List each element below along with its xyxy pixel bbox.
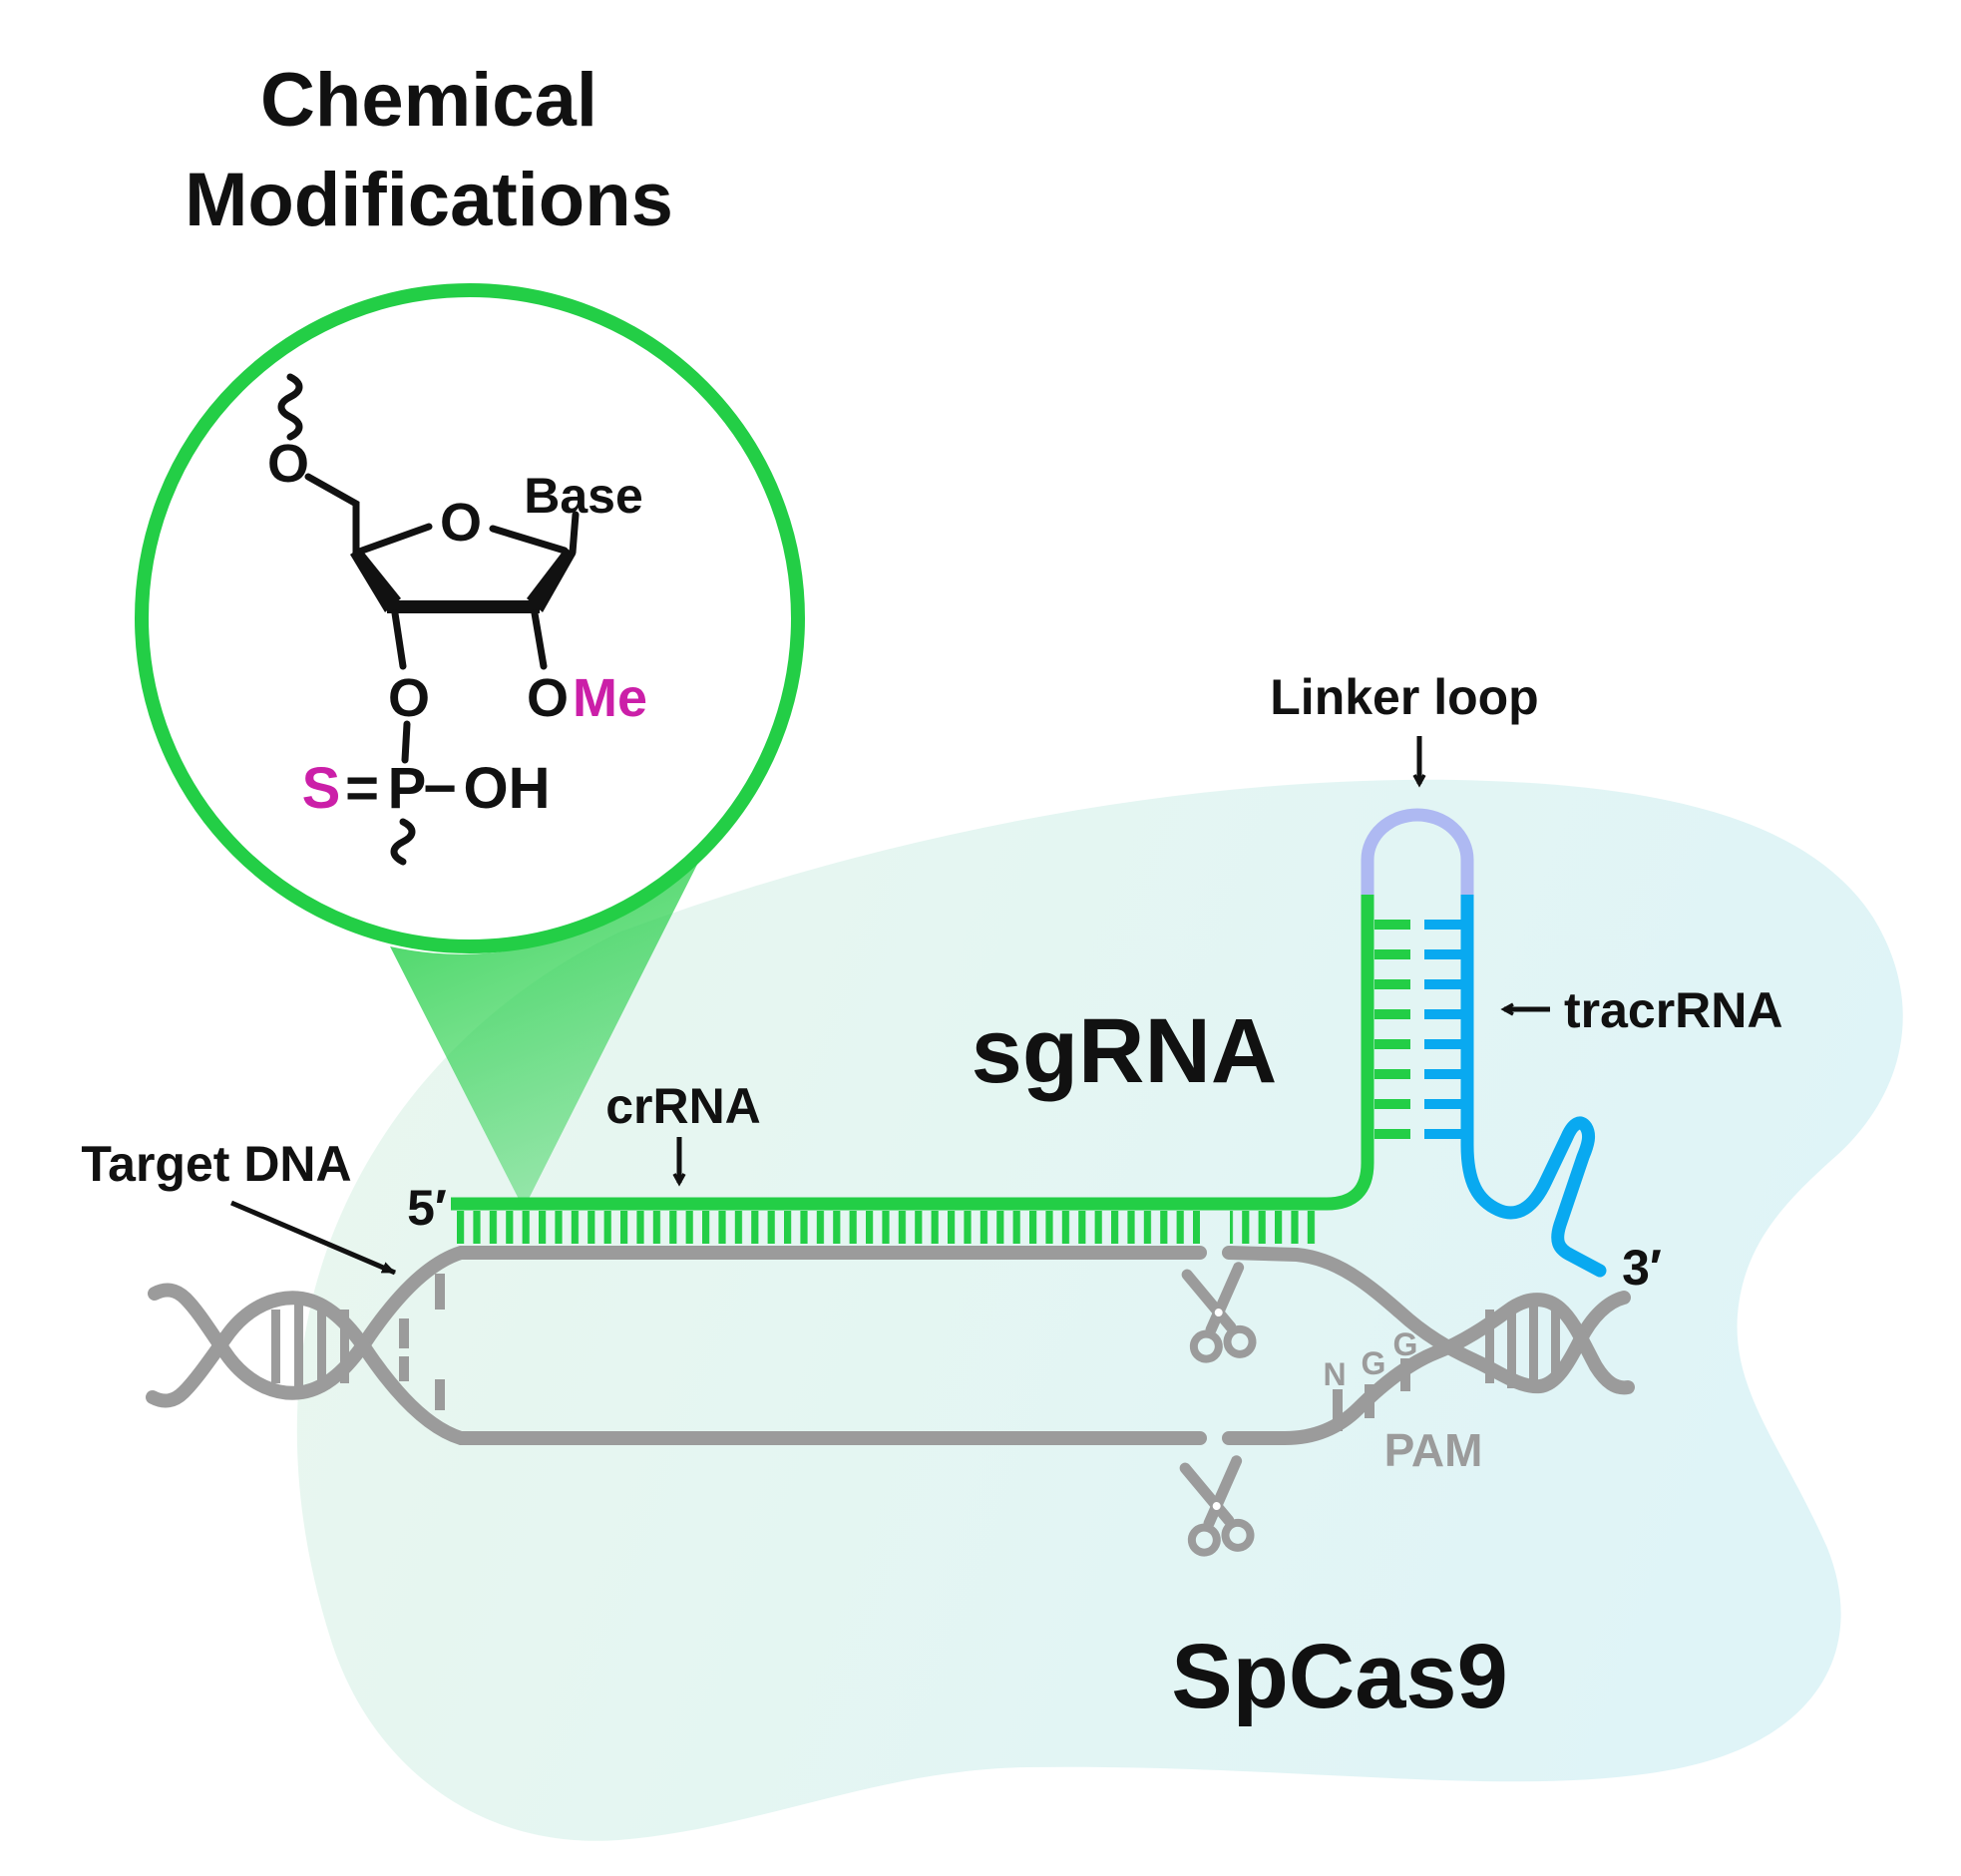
c2-o-bond <box>531 609 548 670</box>
dna-bubble-stubs <box>399 1274 445 1410</box>
crrna-backbone <box>451 893 1374 1211</box>
pam-g2-letter: G <box>1393 1326 1418 1362</box>
double-bond-glyph: = <box>345 756 379 821</box>
phosphate-chain-o-label: O <box>267 434 309 494</box>
sulfur-label: S <box>302 756 341 821</box>
c3-o-bond <box>391 609 407 670</box>
base-label: Base <box>524 468 643 524</box>
pam-ticks <box>1333 1358 1410 1431</box>
ring-wedge-left <box>350 548 401 612</box>
chemical-modification-inset: O O Base O Me O S = P − OH <box>135 283 805 953</box>
hairpin-green-rungs <box>1374 920 1410 1141</box>
dna-upper-strand-left <box>148 1246 1207 1400</box>
squiggle-bond-top <box>277 373 303 441</box>
pam-n-letter: N <box>1323 1356 1346 1392</box>
magnifier-beam <box>390 843 708 1209</box>
methyl-label: Me <box>573 668 647 728</box>
ring-edge-left <box>358 523 433 555</box>
hydroxyl-label: OH <box>464 756 551 821</box>
base-bond <box>569 511 580 557</box>
magnifier-circle <box>135 283 805 953</box>
tracrrna-backbone <box>1460 886 1607 1278</box>
ring-wedge-right <box>527 548 576 612</box>
pam-g1-letter: G <box>1362 1345 1386 1381</box>
phosphorus-label: P <box>388 756 427 821</box>
title-line1: Chemical <box>260 58 597 143</box>
pam-label: PAM <box>1384 1424 1483 1476</box>
o3-label: O <box>388 668 430 728</box>
o2-label: O <box>527 668 569 728</box>
spcas9-label: SpCas9 <box>1171 1626 1508 1727</box>
linker-loop-label: Linker loop <box>1270 669 1538 725</box>
dna-left-eye-rungs <box>271 1305 349 1388</box>
linker-loop-arc <box>1361 808 1474 895</box>
three-prime-label: 3′ <box>1622 1240 1662 1296</box>
dna-lower-strand-right <box>1222 1293 1635 1445</box>
spcas9-protein-blob <box>296 779 1903 1841</box>
ring-o-label: O <box>440 493 482 553</box>
target-dna-helix: N G G PAM <box>146 1246 1635 1476</box>
sgrna-label: sgRNA <box>972 1000 1278 1102</box>
crrna-strand <box>451 893 1410 1244</box>
title-line2: Modifications <box>185 158 673 242</box>
squiggle-bond-bottom <box>390 818 416 866</box>
dna-lower-strand-left <box>146 1291 1207 1445</box>
crrna-teeth-left <box>457 1211 1200 1244</box>
tracrrna-label: tracrRNA <box>1564 982 1783 1038</box>
five-prime-label: 5′ <box>407 1180 447 1236</box>
dna-right-eye-rungs <box>1485 1305 1560 1388</box>
crrna-label: crRNA <box>605 1078 761 1134</box>
target-dna-label: Target DNA <box>81 1136 351 1192</box>
hairpin-blue-rungs <box>1424 920 1461 1141</box>
tracrrna-strand <box>1424 886 1607 1278</box>
ring-bottom-bold-bond <box>387 600 540 613</box>
single-bond-glyph: − <box>423 756 457 821</box>
ring-edge-right <box>489 525 569 555</box>
crrna-teeth-right <box>1230 1211 1320 1244</box>
c5-bond <box>304 473 360 557</box>
o-p-bond <box>401 720 411 764</box>
target-dna-arrow <box>230 1200 396 1276</box>
